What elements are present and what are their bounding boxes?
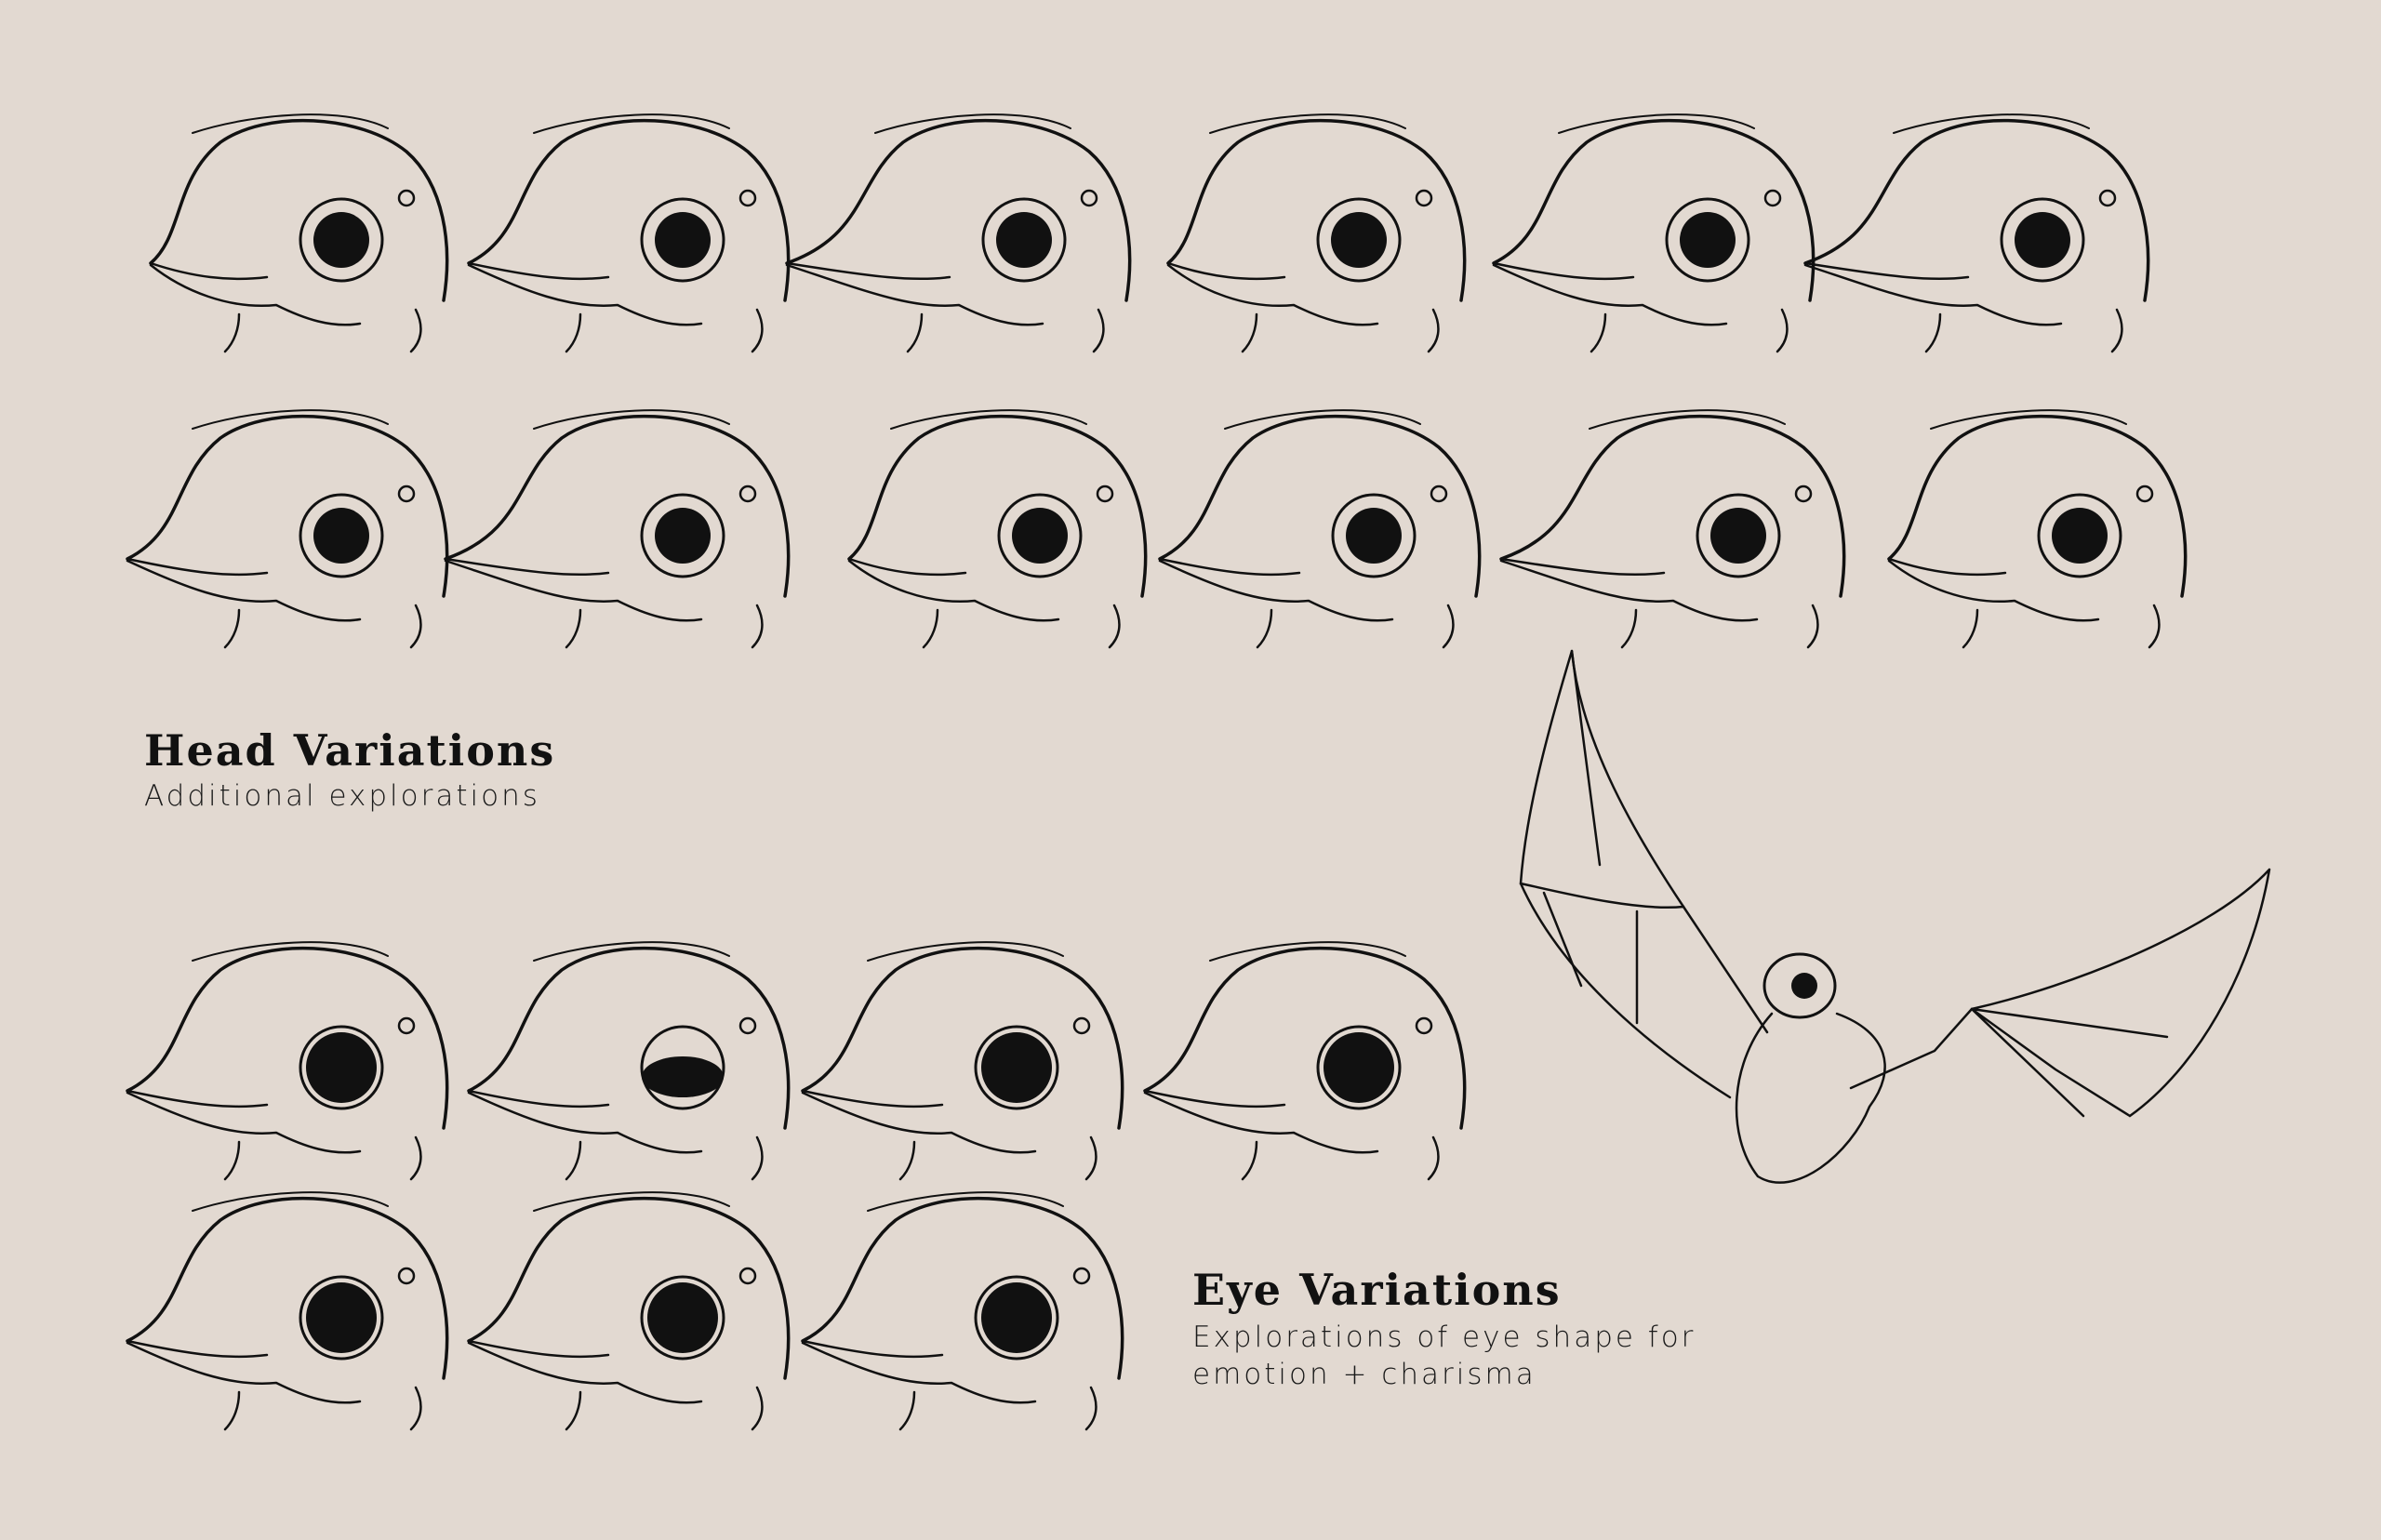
eye-variation-sketch (1143, 941, 1467, 1181)
head-sketch (1499, 409, 1846, 649)
eye-variation-sketch (126, 941, 449, 1181)
head-sketch (126, 409, 449, 649)
eye-variations-title: Eye Variations (1192, 1265, 1562, 1315)
head-sketch (785, 113, 1132, 353)
eye-variations-subtitle-line2: emotion + charisma (1192, 1358, 1536, 1391)
eye-variation-sketch (126, 1191, 449, 1431)
head-sketch (1166, 113, 1467, 353)
head-sketch (467, 113, 791, 353)
head-sketch (444, 409, 791, 649)
bat-creature-sketch (1519, 649, 2271, 1184)
head-sketch (1803, 113, 2150, 353)
head-sketch (847, 409, 1148, 649)
head-sketch (1887, 409, 2188, 649)
head-sketch (149, 113, 449, 353)
eye-variation-sketch (801, 941, 1124, 1181)
head-sketch (1158, 409, 1482, 649)
head-variations-subtitle: Additional explorations (144, 779, 540, 813)
eye-variations-subtitle-line1: Explorations of eye shape for (1192, 1321, 1696, 1354)
eye-variation-sketch (467, 1191, 791, 1431)
head-sketch (1492, 113, 1816, 353)
head-variations-title: Head Variations (144, 725, 556, 776)
eye-variation-sketch (801, 1191, 1124, 1431)
eye-variation-sketch (467, 941, 791, 1181)
